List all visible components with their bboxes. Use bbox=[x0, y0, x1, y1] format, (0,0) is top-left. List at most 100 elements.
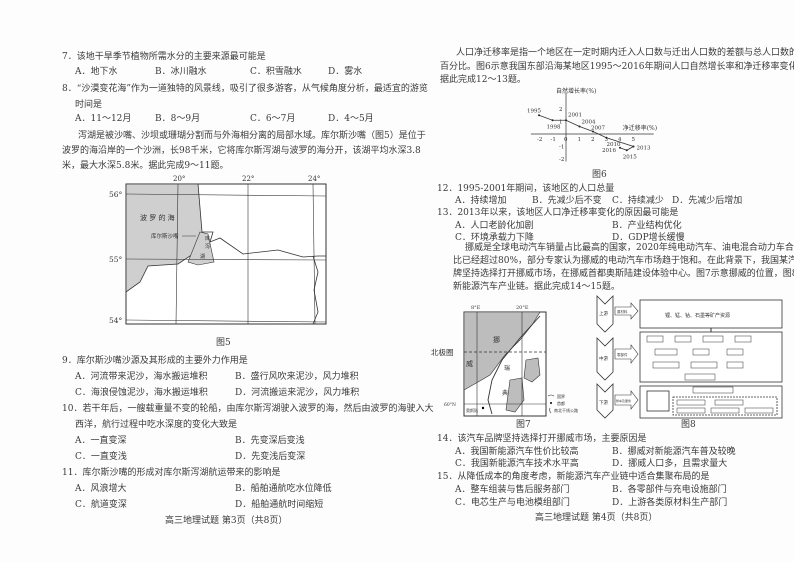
passage-line: 牌坚持选择打开挪威市场，在挪威首都奥斯陆建设体验中心。图7示意挪威的位置，图8示… bbox=[453, 269, 794, 279]
y-tick-label: 2 bbox=[559, 107, 563, 113]
y-tick-label: -2 bbox=[559, 157, 564, 163]
figure-7-caption: 图7 bbox=[516, 420, 531, 430]
arrow-label: 原材料 bbox=[617, 309, 628, 314]
q9-stem: 9．库尔斯沙嘴沙源及其形成的主要外力作用是 bbox=[62, 356, 248, 366]
q12-option-d: D．先减少后增加 bbox=[672, 196, 743, 206]
y-tick-label: -1 bbox=[559, 145, 564, 151]
x-tick-label: 5 bbox=[632, 137, 636, 143]
q14-option-a: A．我国新能源汽车性价比较高 bbox=[455, 447, 579, 457]
border-line bbox=[487, 315, 541, 415]
y-tick-label: 1 bbox=[559, 120, 563, 126]
point-label: 2004 bbox=[582, 120, 596, 126]
q7-option-c: C．积雪融水 bbox=[250, 67, 302, 77]
spit-label: 库尔斯沙嘴 bbox=[151, 232, 179, 240]
q13-option-d: D．GDP增长缓慢 bbox=[612, 233, 685, 243]
lon-label: 24° bbox=[308, 175, 320, 183]
stage-downstream: 下游 bbox=[599, 399, 608, 406]
passage-line: 百分比。图6示意我国东部沿海某地区1995～2016年期间人口自然增长率和净迁移… bbox=[440, 62, 794, 72]
data-point bbox=[625, 149, 628, 152]
x-tick-label: -1 bbox=[551, 137, 556, 143]
figure-6-caption: 图6 bbox=[592, 170, 607, 180]
figure-5-caption: 图5 bbox=[216, 338, 231, 348]
lat-label: 55° bbox=[109, 255, 123, 264]
lagoon-label: 湖 bbox=[200, 253, 205, 260]
arrow-label: 零部件 bbox=[617, 352, 628, 357]
figure-5-map: 20° 22° 24° 56° 55° 54° 波 罗 的 海 库尔斯沙嘴 库 … bbox=[109, 175, 327, 325]
x-tick-label: 3 bbox=[605, 137, 609, 143]
lagoon-label: 库 bbox=[205, 235, 210, 242]
stage-midstream: 中游 bbox=[599, 355, 608, 362]
point-label: 2013 bbox=[637, 146, 651, 152]
point-label: 1995 bbox=[527, 108, 541, 114]
legend-capital: 首都 bbox=[557, 400, 565, 406]
passage-line: 泻湖是被沙嘴、沙坝或珊瑚分割而与外海相分离的局部水域。库尔斯沙嘴（图5）是位于 bbox=[78, 131, 426, 141]
data-point bbox=[538, 114, 540, 117]
point-label: 2007 bbox=[591, 126, 605, 132]
q13-option-a: A．人口老龄化加剧 bbox=[455, 221, 534, 231]
baltic-sea-area bbox=[125, 183, 203, 293]
arrow-label: 整车及服务 bbox=[616, 398, 631, 403]
page-footer-left: 高三地理试题 第3页（共8页） bbox=[165, 516, 288, 526]
passage-line: 据此完成12～13题。 bbox=[440, 75, 526, 85]
passage-line: 波罗的海沿岸的一个沙洲，长98千米，它将库尔斯泻湖与波罗的海分开，该湖平均水深3… bbox=[62, 146, 421, 156]
border-line bbox=[312, 255, 319, 325]
x-tick-label: -2 bbox=[537, 137, 542, 143]
arctic-circle-label: 北极圈 bbox=[431, 347, 454, 357]
country-label: 挪 bbox=[493, 335, 500, 344]
point-label: 2015 bbox=[623, 154, 637, 160]
q10-option-a: A．一直变深 bbox=[75, 436, 127, 446]
q10-option-d: D．先变浅后变深 bbox=[235, 452, 306, 462]
q12-option-a: A．持续增加 bbox=[455, 196, 507, 206]
q9-option-b: B．盛行风吹来泥沙，风力堆积 bbox=[235, 372, 359, 382]
resources-box-label: 锂、锰、钴、石墨等矿产资源 bbox=[665, 312, 730, 319]
data-point bbox=[619, 146, 621, 149]
data-point bbox=[551, 119, 554, 122]
q8-option-a: A．11～12月 bbox=[75, 114, 132, 124]
passage-line: 人口净迁移率是指一个地区在一定时期内迁入人口数与迁出人口数的差额与总人口数的 bbox=[456, 48, 794, 58]
q15-option-b: B．各零部件与充电设施部门 bbox=[612, 485, 727, 495]
x-tick-label: 2 bbox=[591, 137, 595, 143]
q10-stem-cont: 西洋，航行过程中吃水深度的变化大致是 bbox=[75, 420, 238, 430]
q8-stem-cont: 时间是 bbox=[75, 100, 103, 110]
q8-stem: 8．“沙漠变花海”作为一道独特的风景线，吸引了很多游客，从气候角度分析，最适宜的… bbox=[62, 84, 428, 94]
lat-label: 56° bbox=[109, 190, 123, 199]
x-axis-label: 净迁移率(%) bbox=[623, 124, 657, 132]
point-label: 2001 bbox=[568, 112, 582, 118]
point-label: 2010 bbox=[607, 142, 621, 148]
q12-option-b: B．先减少后不变 bbox=[532, 196, 602, 206]
q15-stem: 15．从降低成本的角度考虑，新能源汽车产业链中适合集聚布局的是 bbox=[437, 472, 710, 482]
data-point bbox=[632, 145, 635, 148]
figure-8-diagram: 上游 中游 下游 原材料 零部件 整车及服务 锂、锰、钴、石墨等矿产资源 bbox=[596, 295, 783, 419]
passage-line: 新能源汽车产业链。据此完成14～15题。 bbox=[453, 282, 620, 292]
q9-option-d: D．河流搬运来泥沙，风力堆积 bbox=[235, 388, 360, 398]
lon-label: 20° bbox=[173, 175, 185, 183]
q8-option-d: D．4～5月 bbox=[328, 114, 374, 124]
data-point bbox=[605, 136, 608, 139]
q12-stem: 12．1995-2001年期间，该地区的人口总量 bbox=[437, 184, 615, 194]
q7-option-a: A．地下水 bbox=[75, 67, 118, 77]
q14-option-d: D．挪威人口多，且需求量大 bbox=[612, 459, 728, 469]
country-label: 瑞 bbox=[504, 364, 510, 372]
lon-label: 20°E bbox=[516, 305, 529, 311]
q7-stem: 7．该地干旱季节植物所需水分的主要来源最可能是 bbox=[62, 52, 266, 62]
lat-label: 54° bbox=[109, 316, 123, 325]
figure-7-map: 8°E 20°E 北极圈 60°N 挪 威 瑞 典 奥斯陆 国界 首都 南北干线… bbox=[431, 305, 578, 417]
sea-label: 波 罗 的 海 bbox=[140, 213, 175, 222]
q14-stem: 14．该汽车品牌坚持选择打开挪威市场，主要原因是 bbox=[437, 434, 647, 444]
legend-border: 国界 bbox=[557, 393, 565, 399]
sea-area bbox=[463, 311, 541, 391]
passage-line: 比已经超过80%，部分专家认为挪威的电动汽车市场趋于饱和。在此背景下，我国某汽车… bbox=[453, 256, 794, 266]
x-tick-label: 1 bbox=[578, 137, 582, 143]
q11-stem: 11．库尔斯沙嘴的形成对库尔斯泻湖航运带来的影响是 bbox=[62, 468, 281, 478]
q15-option-d: D．上游各类原材料生产部门 bbox=[612, 498, 728, 508]
q9-option-a: A．河流带来泥沙，海水搬运堆积 bbox=[75, 372, 208, 382]
q8-option-c: C．6～7月 bbox=[250, 114, 296, 124]
point-label: 2016 bbox=[602, 148, 616, 154]
q11-option-a: A．风浪增大 bbox=[75, 484, 127, 494]
q15-option-c: C．电芯生产与电池模组部门 bbox=[455, 498, 570, 508]
figure-8-caption: 图8 bbox=[681, 420, 696, 430]
q15-option-a: A．整车组装与售后服务部门 bbox=[455, 485, 570, 495]
x-tick-label: 0 bbox=[564, 137, 568, 143]
